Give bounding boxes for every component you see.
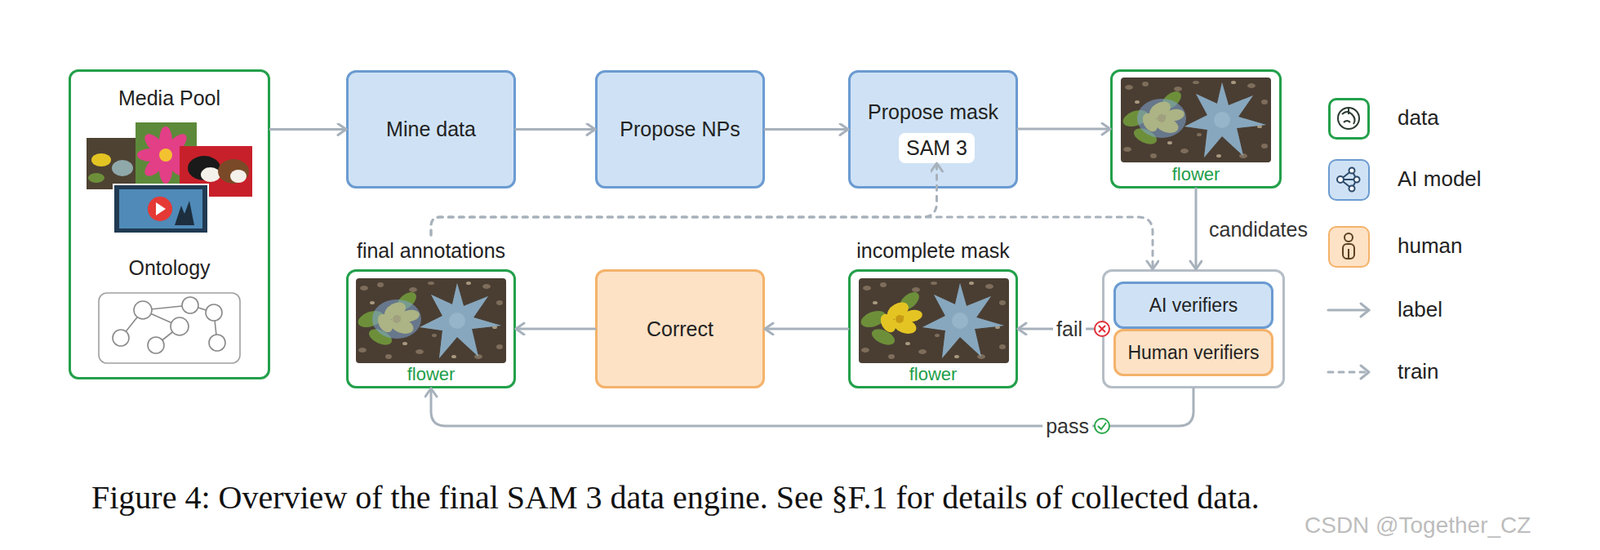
figure-caption: Figure 4: Overview of the final SAM 3 da…: [91, 478, 1260, 517]
legend-text: data: [1397, 105, 1440, 131]
media-pool-box: Media PoolOntology: [68, 69, 271, 380]
legend-text: human: [1397, 233, 1463, 259]
ai-verifier-box: AI verifiers: [1113, 281, 1274, 329]
image-box: flower: [1110, 69, 1282, 189]
node-label: Propose mask: [850, 100, 1016, 125]
legend-text: AI model: [1397, 166, 1482, 192]
label-connector: [270, 128, 347, 131]
edge-label: candidates: [1205, 217, 1312, 241]
class-label: flower: [1112, 164, 1280, 185]
edge-label: pass: [1042, 414, 1093, 439]
node-label: Ontology: [71, 256, 268, 280]
label-connector: [764, 328, 849, 331]
node-label: Propose NPs: [619, 117, 740, 142]
human-box: Correct: [595, 269, 765, 389]
label-connector: [515, 328, 596, 331]
label-connector: [515, 128, 596, 131]
class-label: flower: [850, 364, 1016, 385]
node-label: Media Pool: [71, 86, 268, 111]
node-label: Correct: [646, 317, 714, 342]
edge-label: fail: [1053, 317, 1086, 342]
train-connector: [431, 217, 1153, 270]
legend-text: train: [1397, 359, 1440, 385]
image-box: final annotationsflower: [346, 269, 516, 389]
model-chip: SAM 3: [898, 133, 975, 164]
class-label: flower: [348, 364, 514, 385]
pass-icon: [1094, 418, 1110, 434]
node-heading: incomplete mask: [853, 239, 1014, 263]
legend-train-arrow: [1328, 365, 1369, 379]
legend-swatch: [1328, 159, 1370, 201]
node-label: SAM 3: [906, 136, 968, 160]
process-box: Propose maskSAM 3: [848, 70, 1018, 189]
legend-label-arrow: [1328, 303, 1369, 317]
label-connector: [1017, 128, 1111, 131]
image-box: incomplete maskflower: [848, 269, 1018, 389]
human-verifier-box: Human verifiers: [1113, 328, 1274, 377]
process-box: Propose NPs: [595, 70, 765, 189]
process-box: Mine data: [346, 70, 516, 189]
node-label: Mine data: [386, 117, 476, 142]
legend-swatch: [1328, 97, 1370, 140]
watermark: CSDN @Together_CZ: [1304, 512, 1531, 539]
label-connector: [1195, 188, 1198, 270]
legend-text: label: [1397, 297, 1443, 323]
legend-swatch: [1328, 226, 1370, 268]
node-heading: final annotations: [353, 239, 509, 263]
node-label: Human verifiers: [1127, 342, 1259, 364]
verifier-group: AI verifiersHuman verifiers: [1102, 269, 1285, 389]
node-label: AI verifiers: [1149, 294, 1239, 316]
label-connector: [764, 128, 849, 131]
